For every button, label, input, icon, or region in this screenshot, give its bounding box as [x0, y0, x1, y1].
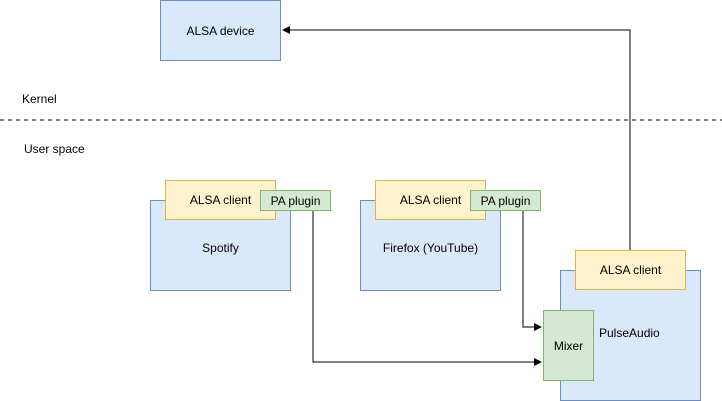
pulseaudio-alsa-client-label: ALSA client — [599, 263, 662, 277]
kernel-label: Kernel — [22, 92, 57, 106]
arrow-firefox-plugin-to-mixer — [522, 210, 542, 331]
firefox-pa-plugin-box: PA plugin — [470, 190, 541, 211]
spotify-alsa-client-label: ALSA client — [189, 193, 252, 207]
spotify-label: Spotify — [202, 240, 239, 255]
pulseaudio-label: PulseAudio — [599, 326, 660, 340]
spotify-pa-plugin-label: PA plugin — [270, 193, 321, 208]
mixer-label: Mixer — [553, 338, 584, 353]
firefox-label: Firefox (YouTube) — [382, 240, 479, 255]
pulseaudio-alsa-client-box: ALSA client — [575, 250, 686, 290]
mixer-box: Mixer — [543, 310, 594, 381]
spotify-pa-plugin-box: PA plugin — [260, 190, 331, 211]
alsa-device-label: ALSA device — [186, 23, 255, 38]
arrow-pulseaudio-to-alsa-device — [282, 26, 631, 250]
user-space-label: User space — [24, 142, 85, 156]
firefox-alsa-client-label: ALSA client — [399, 193, 462, 207]
arrow-spotify-plugin-to-mixer — [312, 210, 542, 366]
firefox-alsa-client-box: ALSA client — [375, 180, 486, 220]
alsa-device-box: ALSA device — [160, 0, 281, 61]
firefox-pa-plugin-label: PA plugin — [480, 193, 531, 208]
